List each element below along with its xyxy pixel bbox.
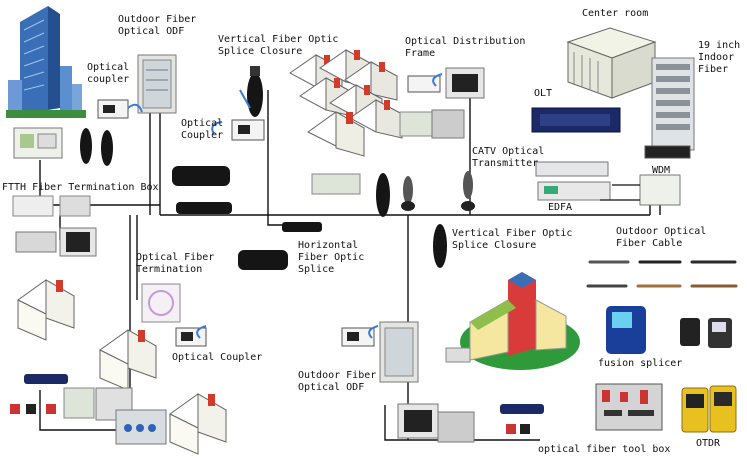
label-optical-coupler-top: Optical coupler: [87, 62, 130, 85]
label-optical-coupler-mid: Optical Coupler: [181, 118, 224, 141]
fusion-splicer-icon: [606, 306, 732, 354]
church-building-icon: [445, 272, 580, 370]
label-otdr: OTDR: [696, 438, 721, 449]
label-vertical-splice-closure-mid: Vertical Fiber Optic Splice Closure: [452, 228, 573, 251]
residential-houses-cluster: [289, 49, 403, 157]
label-vertical-splice-closure-top: Vertical Fiber Optic Splice Closure: [218, 34, 339, 57]
label-optical-fiber-tool-box: optical fiber tool box: [538, 444, 671, 455]
label-optical-distribution-frame: Optical Distribution Frame: [405, 36, 526, 59]
label-outdoor-fiber-cable: Outdoor Optical Fiber Cable: [616, 226, 707, 249]
olt-device-icon: [531, 107, 621, 133]
indoor-fiber-rack-icon: [644, 57, 695, 159]
bottom-left-equipment: [10, 374, 167, 445]
label-horizontal-splice: Horizontal Fiber Optic Splice: [298, 240, 365, 275]
house-icon: [17, 279, 227, 455]
label-wdm: WDM: [652, 165, 671, 176]
label-center-room: Center room: [582, 8, 649, 19]
vertical-splice-closure-top: [239, 66, 263, 117]
label-edfa: EDFA: [548, 202, 573, 213]
label-olt: OLT: [534, 88, 553, 99]
office-building-icon: [6, 6, 86, 118]
label-optical-coupler-bottom: Optical Coupler: [172, 352, 263, 363]
fiber-tool-box-icon: [595, 383, 663, 431]
bottom-center-devices: [397, 403, 544, 443]
catv-closure-icon: [461, 171, 475, 211]
outdoor-fiber-cable-samples: [586, 260, 738, 288]
otdr-device-icon: [681, 385, 737, 433]
vertical-splice-closure-mid-icon: [433, 224, 447, 268]
label-catv-transmitter: CATV Optical Transmitter: [472, 146, 545, 169]
outdoor-odf-cabinet-top: [137, 54, 177, 114]
center-room-building-icon: [566, 27, 657, 99]
optical-fiber-termination-icon: [141, 283, 207, 347]
label-ftth-termination-box: FTTH Fiber Termination Box: [2, 182, 159, 193]
label-indoor-fiber: 19 inch Indoor Fiber: [698, 40, 741, 75]
optical-coupler-mid-icon: [231, 119, 265, 141]
optical-coupler-icon: [97, 99, 143, 119]
label-optical-fiber-termination: Optical Fiber Termination: [136, 252, 215, 275]
wdm-device-icon: [600, 174, 681, 206]
ftth-termination-panels: [12, 127, 113, 257]
outdoor-odf-cabinet-bottom: [341, 321, 419, 383]
label-outdoor-odf-top: Outdoor Fiber Optical ODF: [118, 14, 197, 37]
splice-closures-center: [311, 173, 415, 217]
catv-transmitter-icon: [535, 161, 611, 201]
optical-distribution-frame-icon: [399, 67, 485, 139]
patch-cord-icons: [196, 73, 443, 339]
label-fusion-splicer: fusion splicer: [598, 358, 683, 369]
label-outdoor-odf-bottom: Outdoor Fiber Optical ODF: [298, 370, 377, 393]
horizontal-splice-closure-icon: [172, 166, 322, 270]
